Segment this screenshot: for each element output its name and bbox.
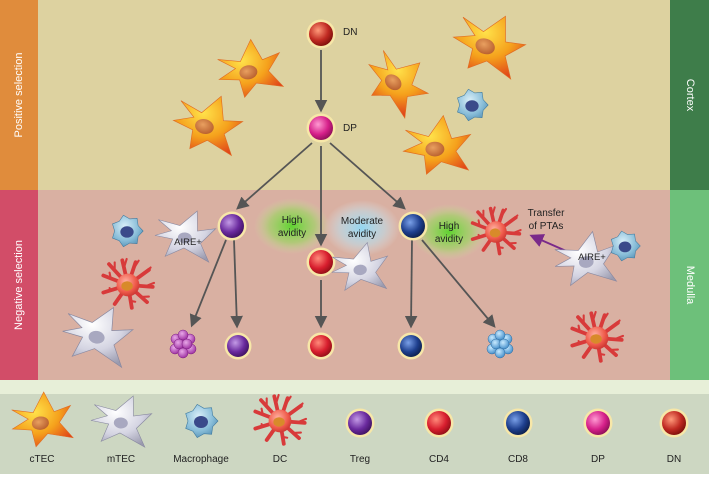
negative-selection-label: Negative selection xyxy=(13,240,25,330)
dp-label: DP xyxy=(343,123,357,134)
arrow-to-cd4-right xyxy=(411,240,412,326)
dn-label: DN xyxy=(343,27,357,38)
treg-precursor-cell xyxy=(218,212,247,241)
legend-label-cd8: CD8 xyxy=(508,454,528,465)
legend-label-dp: DP xyxy=(591,454,605,465)
high-avidity-right-line1: High xyxy=(439,221,460,232)
transfer-label-line1: Transfer xyxy=(528,208,566,219)
high-avidity-right-line2: avidity xyxy=(435,234,463,245)
dp-legend-icon xyxy=(584,409,613,438)
high-avidity-cell-right xyxy=(399,212,428,241)
high-avidity-left-line2: avidity xyxy=(278,228,306,239)
cortex-label: Cortex xyxy=(684,79,696,112)
medulla-label: Medulla xyxy=(684,266,696,305)
legend-label-treg: Treg xyxy=(350,454,370,465)
legend-label-macrophage: Macrophage xyxy=(173,454,229,465)
separator-strip xyxy=(0,380,709,394)
apoptotic-cell-right xyxy=(487,330,513,358)
apoptotic-cell-left xyxy=(170,330,196,358)
moderate-avidity-line1: Moderate xyxy=(341,216,384,227)
cd4-legend-icon xyxy=(425,409,454,438)
cd4-cell xyxy=(308,333,335,360)
legend-label-dc: DC xyxy=(273,454,287,465)
aire-label-left: AIRE+ xyxy=(174,237,202,248)
dn-legend-icon xyxy=(660,409,689,438)
legend-label-dn: DN xyxy=(667,454,681,465)
legend-label-mtec: mTEC xyxy=(107,454,135,465)
moderate-avidity-line2: avidity xyxy=(348,229,376,240)
high-avidity-left-line1: High xyxy=(282,215,303,226)
positive-selection-label: Positive selection xyxy=(13,53,25,138)
legend-label-cd4: CD4 xyxy=(429,454,449,465)
treg-cell xyxy=(225,333,252,360)
moderate-avidity-cell xyxy=(307,248,336,277)
aire-label-right: AIRE+ xyxy=(578,252,606,263)
cd8-legend-icon xyxy=(504,409,533,438)
treg-legend-icon xyxy=(346,409,375,438)
cd8-cell xyxy=(398,333,425,360)
dn-cell xyxy=(307,20,336,49)
transfer-label-line2: of PTAs xyxy=(529,221,564,232)
dp-cell xyxy=(307,114,336,143)
high-avidity-glow-left xyxy=(254,198,330,254)
moderate-avidity-glow xyxy=(324,200,400,256)
legend-label-ctec: cTEC xyxy=(30,454,55,465)
